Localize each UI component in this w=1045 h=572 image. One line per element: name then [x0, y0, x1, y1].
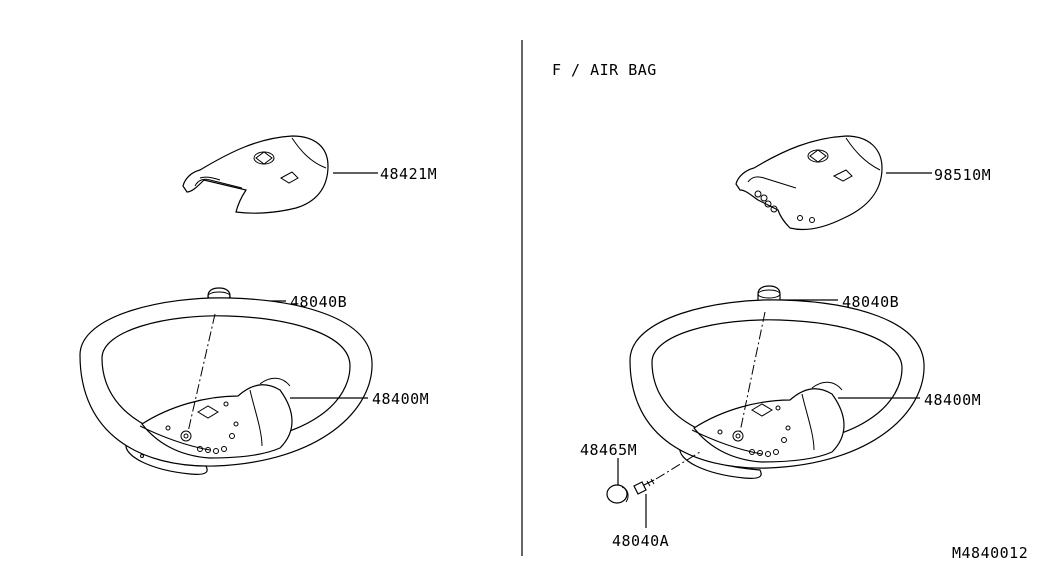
part-label-48040B-right[interactable]: 48040B — [842, 293, 899, 311]
part-label-48400M-left[interactable]: 48400M — [372, 390, 429, 408]
steering-wheel-left[interactable] — [79, 297, 373, 475]
plug-right[interactable] — [606, 484, 629, 504]
horn-pad-left[interactable] — [182, 135, 329, 214]
part-label-48400M-right[interactable]: 48400M — [924, 391, 981, 409]
right-assembly: 98510M 48040B 484 — [580, 135, 991, 550]
part-label-48040A[interactable]: 48040A — [612, 532, 669, 550]
part-label-48040B-left[interactable]: 48040B — [290, 293, 347, 311]
part-label-98510M[interactable]: 98510M — [934, 166, 991, 184]
bolt-right[interactable] — [633, 478, 655, 495]
bolt-axis-line — [655, 451, 701, 480]
part-label-48465M[interactable]: 48465M — [580, 441, 637, 459]
diagram-code: M4840012 — [952, 544, 1028, 562]
airbag-module-right[interactable] — [735, 135, 883, 231]
part-label-48421M[interactable]: 48421M — [380, 165, 437, 183]
left-assembly: 48421M 48040B — [79, 135, 437, 475]
steering-wheel-right[interactable] — [629, 299, 925, 479]
axis-line-right — [739, 311, 766, 433]
axis-line-left — [187, 313, 216, 433]
variant-label: F / AIR BAG — [552, 61, 657, 79]
